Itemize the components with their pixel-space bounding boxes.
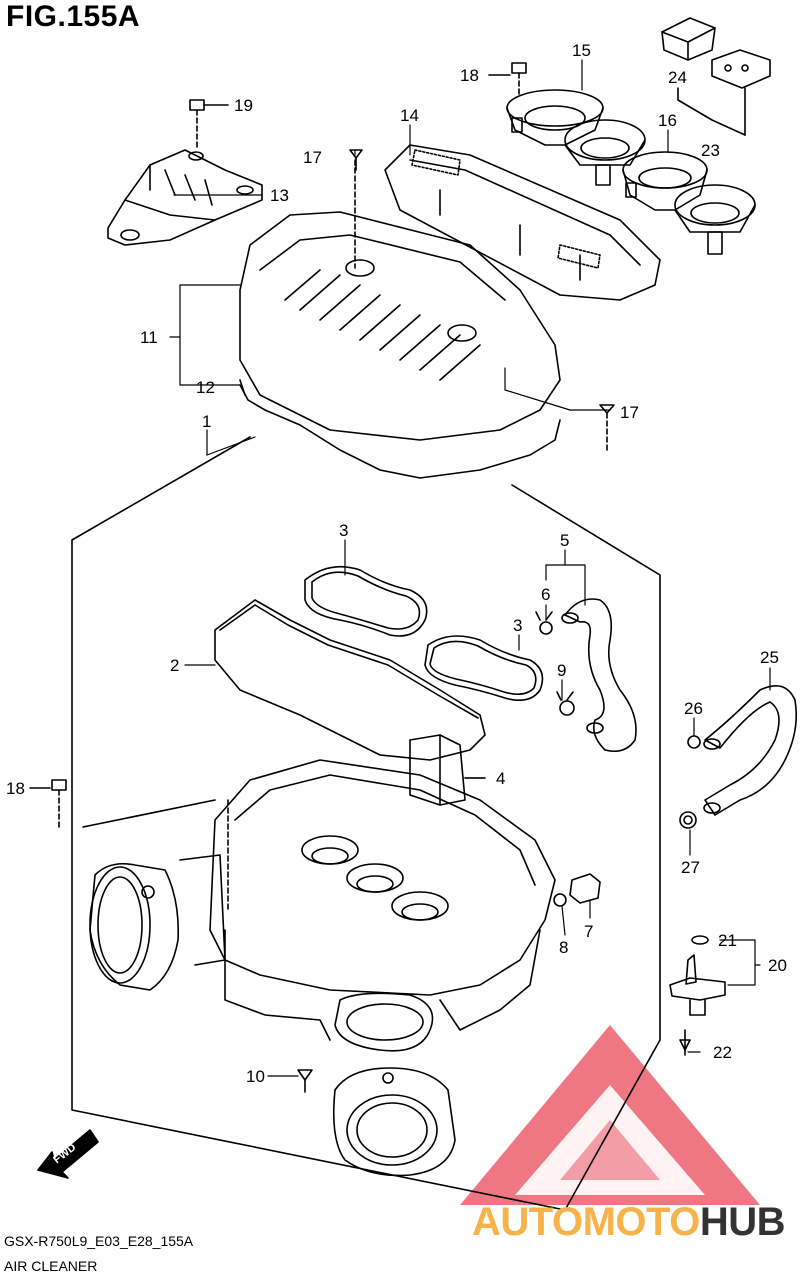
callout-12: 12 bbox=[196, 378, 215, 397]
clamp-8 bbox=[553, 893, 567, 907]
callout-13: 13 bbox=[270, 186, 289, 205]
bolt-19 bbox=[189, 99, 229, 151]
bolt-18-left bbox=[29, 779, 67, 831]
callout-24: 24 bbox=[668, 68, 687, 87]
figure-code: GSX-R750L9_E03_E28_155A bbox=[4, 1233, 194, 1249]
clip-26 bbox=[687, 735, 701, 749]
bracket-13 bbox=[107, 149, 263, 246]
boot-bottom bbox=[332, 1067, 456, 1177]
hose-5 bbox=[561, 598, 637, 753]
sensor-23 bbox=[677, 49, 771, 136]
callout-18-left: 18 bbox=[6, 779, 25, 798]
watermark-part1: AUTOMOTO bbox=[472, 1200, 700, 1244]
figure-title: FIG.155A bbox=[6, 0, 141, 33]
intake-duct bbox=[89, 854, 226, 991]
sensor-20 bbox=[669, 935, 726, 1056]
intake-14 bbox=[384, 144, 661, 301]
callout-14: 14 bbox=[400, 106, 419, 125]
leader-lines bbox=[169, 59, 771, 1077]
callout-16: 16 bbox=[658, 111, 677, 130]
callout-21: 21 bbox=[718, 931, 737, 950]
screw-10 bbox=[297, 1069, 313, 1093]
callout-20: 20 bbox=[768, 956, 787, 975]
callout-22: 22 bbox=[713, 1043, 732, 1062]
funnels-15 bbox=[506, 89, 646, 186]
assembly-outline bbox=[71, 436, 661, 1211]
seal-12 bbox=[239, 379, 561, 479]
screw-17-right bbox=[599, 404, 615, 451]
fwd-arrow-icon bbox=[37, 1129, 99, 1179]
callout-3b: 3 bbox=[513, 616, 522, 635]
callout-labels: 19 13 17 11 12 14 18 15 24 16 23 17 1 3 … bbox=[6, 41, 787, 1166]
clip-9 bbox=[556, 691, 575, 716]
watermark-part2: HUB bbox=[699, 1200, 786, 1244]
callout-4: 4 bbox=[496, 769, 505, 788]
clip-6 bbox=[535, 611, 553, 635]
callout-9: 9 bbox=[557, 661, 566, 680]
watermark-text: AUTOMOTOHUB bbox=[472, 1200, 786, 1245]
hose-25 bbox=[703, 684, 798, 816]
clamp-27 bbox=[679, 811, 697, 829]
callout-26: 26 bbox=[684, 699, 703, 718]
callout-15: 15 bbox=[572, 41, 591, 60]
callout-3a: 3 bbox=[339, 521, 348, 540]
callout-25: 25 bbox=[760, 648, 779, 667]
callout-23: 23 bbox=[701, 141, 720, 160]
seal-3a bbox=[304, 565, 428, 637]
callout-11: 11 bbox=[140, 328, 158, 347]
figure-name: AIR CLEANER bbox=[4, 1258, 98, 1274]
callout-19: 19 bbox=[234, 96, 253, 115]
seal-3b bbox=[424, 635, 544, 701]
callout-8: 8 bbox=[559, 938, 568, 957]
cover-11 bbox=[239, 159, 561, 441]
callout-7: 7 bbox=[584, 922, 593, 941]
callout-27: 27 bbox=[681, 858, 700, 877]
case-body bbox=[82, 759, 556, 1052]
callout-6: 6 bbox=[541, 585, 550, 604]
watermark-logo bbox=[460, 1025, 760, 1205]
plug-7 bbox=[569, 873, 601, 904]
connector-24 bbox=[661, 17, 716, 61]
gasket-2 bbox=[214, 599, 486, 761]
callout-5: 5 bbox=[560, 531, 569, 550]
callout-1: 1 bbox=[202, 412, 211, 431]
callout-17-right: 17 bbox=[620, 403, 639, 422]
funnels-16 bbox=[622, 151, 756, 255]
screw-17-top bbox=[349, 149, 363, 171]
callout-18-top: 18 bbox=[460, 66, 479, 85]
callout-17-top: 17 bbox=[303, 148, 322, 167]
callout-2: 2 bbox=[170, 656, 179, 675]
callout-10: 10 bbox=[246, 1067, 265, 1086]
bolt-18-top bbox=[488, 62, 527, 96]
